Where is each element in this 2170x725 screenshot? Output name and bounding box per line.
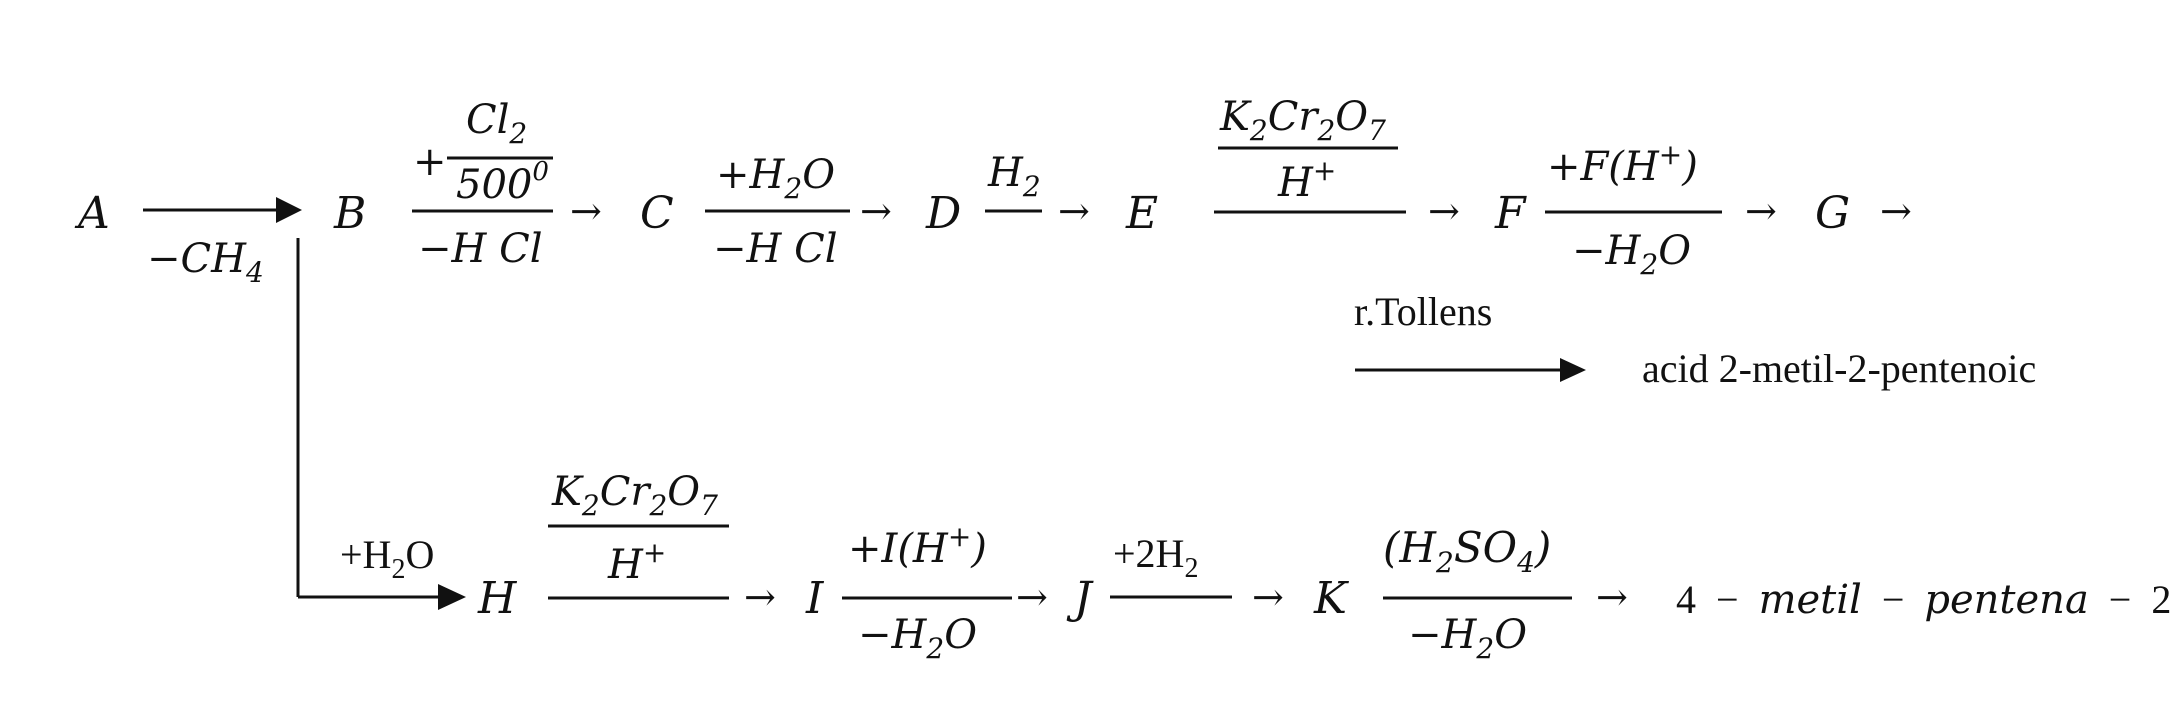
minus-hcl-label-2: −H Cl xyxy=(713,226,838,272)
arrow-h-to-i: → xyxy=(744,575,776,619)
compound-c: C xyxy=(640,188,674,239)
arrow-c-to-d: → xyxy=(860,189,892,233)
plus-i-hplus-label: +I(H+) xyxy=(848,520,987,572)
compound-e: E xyxy=(1125,188,1158,239)
h2-label-1: H2 xyxy=(987,150,1041,203)
minus-h2o-label-1: −H2O xyxy=(1572,228,1691,281)
minus-h2o-label-3: −H2O xyxy=(1408,612,1527,665)
hplus-label-1: H+ xyxy=(1277,154,1336,206)
compound-i: I xyxy=(805,573,825,624)
arrow-g-out: → xyxy=(1880,189,1912,233)
arrow-e-to-f: → xyxy=(1428,189,1460,233)
plus-h2o-label-2: +H2O xyxy=(340,532,434,585)
plus-2h2-label: +2H2 xyxy=(1113,531,1198,584)
minus-h2o-label-2: −H2O xyxy=(858,612,977,665)
plus-sign: + xyxy=(413,139,447,185)
compound-j: J xyxy=(1066,573,1094,624)
final-product: 4 − metil − pentena − 2 xyxy=(1676,577,2170,623)
minus-hcl-label-1: −H Cl xyxy=(418,226,543,272)
plus-f-hplus-label: +F(H+) xyxy=(1547,138,1698,190)
compound-h: H xyxy=(477,573,518,624)
arrow-i-to-j: → xyxy=(1016,575,1048,619)
k2cr2o7-label-1: K2Cr2O7 xyxy=(1219,94,1386,147)
arrow-j-to-k: → xyxy=(1252,575,1284,619)
arrow-b-to-c: → xyxy=(570,189,602,233)
cl2-label: Cl2 xyxy=(466,97,527,150)
compound-d: D xyxy=(925,188,961,239)
plus-h2o-label-1: +H2O xyxy=(716,152,835,205)
branch-arrow-head xyxy=(438,584,466,610)
tollens-arrow-head xyxy=(1560,358,1586,382)
h2so4-label: (H2SO4) xyxy=(1383,523,1551,579)
tollens-reagent-label: r.Tollens xyxy=(1354,289,1492,334)
compound-f: F xyxy=(1494,188,1527,239)
tollens-product: acid 2-metil-2-pentenoic xyxy=(1642,346,2036,391)
arrow-d-to-e: → xyxy=(1058,189,1090,233)
arrow-k-to-product: → xyxy=(1596,575,1628,619)
compound-a: A xyxy=(74,188,110,239)
compound-k: K xyxy=(1313,573,1349,624)
compound-b: B xyxy=(333,188,366,239)
arrow-a-to-b-head xyxy=(276,197,302,223)
k2cr2o7-label-2: K2Cr2O7 xyxy=(551,469,718,522)
compound-g: G xyxy=(1815,188,1850,239)
hplus-label-2: H+ xyxy=(607,536,666,588)
temperature-label: 5000 xyxy=(456,157,549,208)
arrow-f-to-g: → xyxy=(1745,189,1777,233)
minus-ch4-label: −CH4 xyxy=(147,236,264,289)
